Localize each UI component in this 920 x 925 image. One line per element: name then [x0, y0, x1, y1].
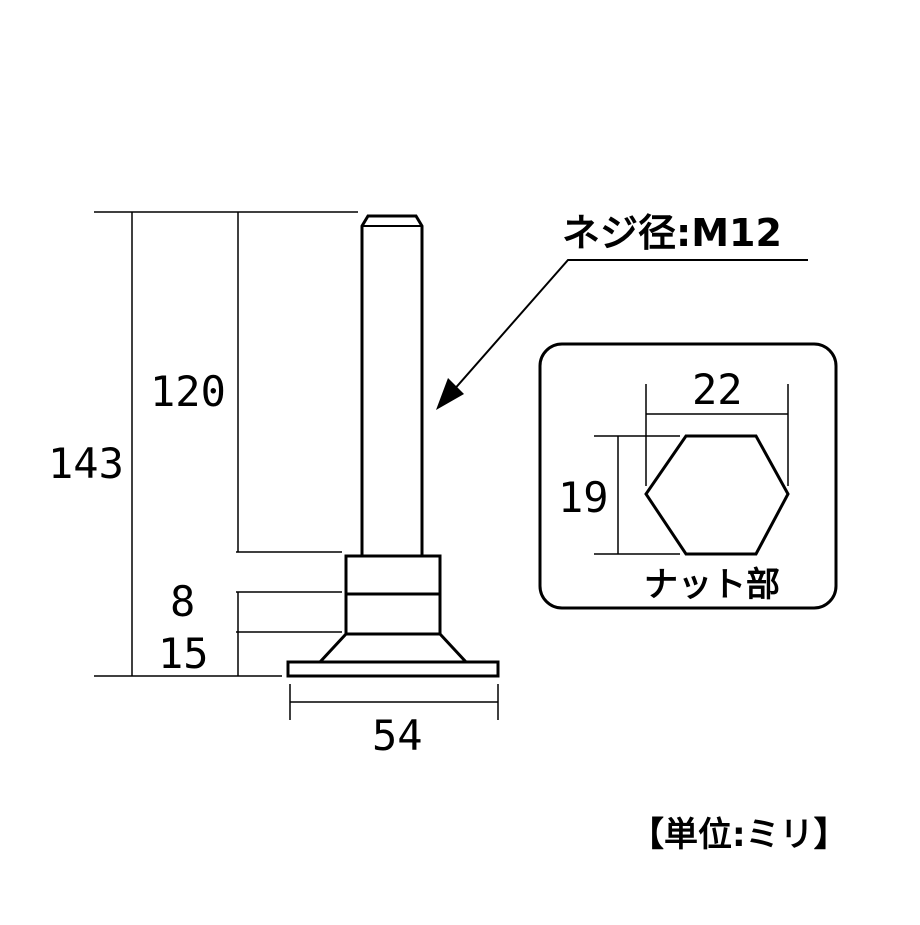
leader-line: [451, 259, 808, 393]
nut-upper: [344, 554, 442, 596]
dimension-lines: [131, 212, 498, 703]
dim-base-width: 54: [372, 711, 423, 760]
leader-arrowhead: [436, 378, 464, 410]
nut-detail: 22 19 ナット部: [538, 342, 838, 610]
adjuster-foot: [286, 214, 500, 678]
dim-thread-length: 120: [150, 367, 226, 416]
hex-nut-shape: [644, 434, 790, 556]
threaded-stud: [360, 214, 424, 558]
dim-base-height: 15: [158, 629, 209, 678]
dim-hex-width: 22: [692, 365, 743, 414]
base-plate: [286, 660, 500, 678]
dim-total-height: 143: [48, 439, 124, 488]
unit-note: 【単位:ミリ】: [630, 815, 848, 855]
dim-nut-height: 8: [170, 577, 195, 626]
thread-callout: ネジ径:M12: [436, 211, 808, 410]
extension-lines: [94, 211, 499, 720]
dim-hex-height: 19: [558, 473, 609, 522]
nut-part-label: ナット部: [644, 565, 780, 605]
base-cone: [316, 632, 470, 664]
thread-diameter-label: ネジ径:M12: [562, 211, 782, 255]
nut-lower: [344, 592, 442, 636]
